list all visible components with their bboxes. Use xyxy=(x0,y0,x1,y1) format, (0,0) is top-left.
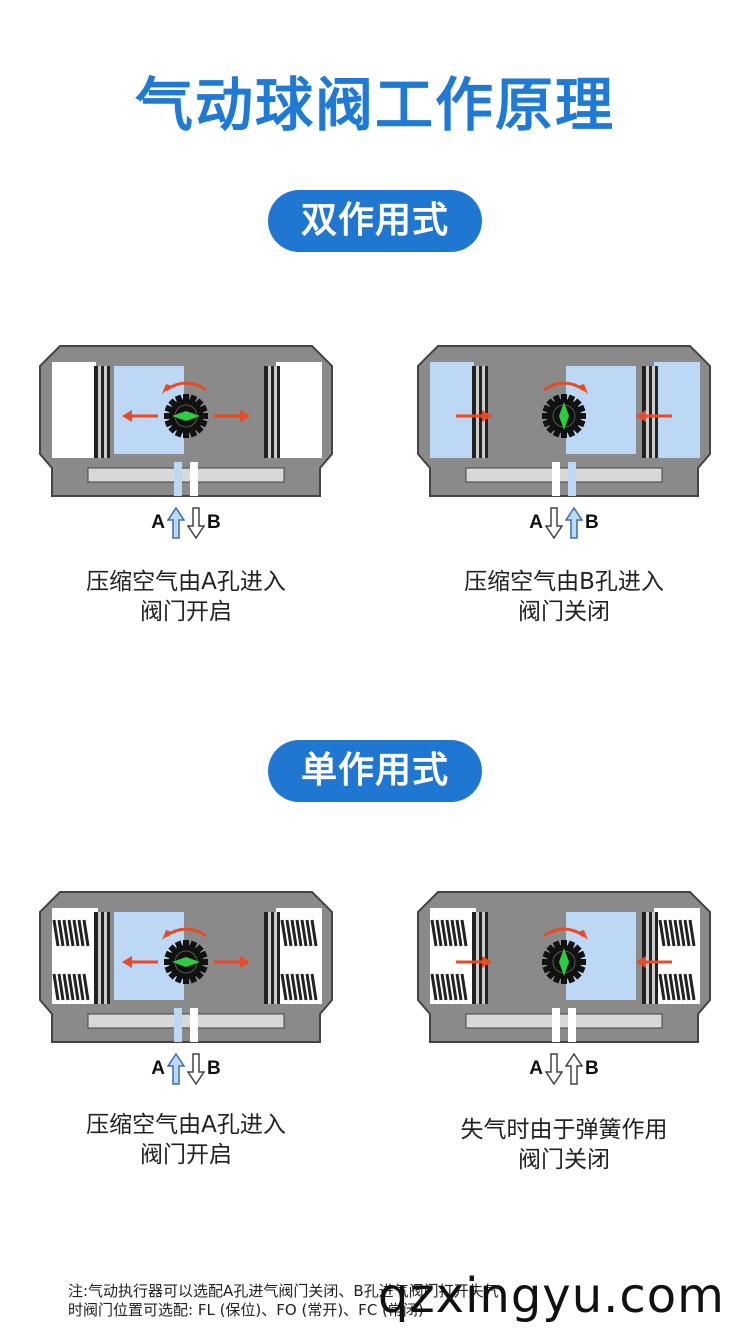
arrow-up-icon xyxy=(167,507,185,539)
caption: 失气时由于弹簧作用 阀门关闭 xyxy=(414,1115,714,1175)
arrow-down-icon xyxy=(545,507,563,539)
caption: 压缩空气由A孔进入 阀门开启 xyxy=(36,1110,336,1170)
page-title: 气动球阀工作原理 xyxy=(134,71,615,139)
arrow-down-icon xyxy=(187,1053,205,1085)
port-a-label: A xyxy=(151,512,165,533)
port-b-label: B xyxy=(207,1058,221,1079)
arrow-up-icon xyxy=(565,507,583,539)
section-heading-single-acting: 单作用式 xyxy=(268,740,482,802)
footnote: 注:气动执行器可以选配A孔进气阀门关闭、B孔进气阀门打开失气 时阀门位置可选配:… xyxy=(68,1282,708,1320)
caption-line: 阀门开启 xyxy=(140,1142,232,1168)
port-labels: A B xyxy=(136,506,236,540)
port-labels: A B xyxy=(136,1052,236,1086)
arrow-down-icon xyxy=(187,507,205,539)
port-a-label: A xyxy=(529,512,543,533)
caption: 压缩空气由B孔进入 阀门关闭 xyxy=(414,567,714,627)
arrow-up-icon xyxy=(565,1053,583,1085)
port-b-label: B xyxy=(585,1058,599,1079)
port-labels: A B xyxy=(514,1052,614,1086)
footnote-line: 注:气动执行器可以选配A孔进气阀门关闭、B孔进气阀门打开失气 xyxy=(68,1282,499,1300)
caption-line: 压缩空气由B孔进入 xyxy=(464,569,664,595)
caption-line: 阀门关闭 xyxy=(518,599,610,625)
caption: 压缩空气由A孔进入 阀门开启 xyxy=(36,567,336,627)
caption-line: 压缩空气由A孔进入 xyxy=(86,1112,286,1138)
caption-line: 压缩空气由A孔进入 xyxy=(86,569,286,595)
diagram-double-acting-close xyxy=(417,345,711,497)
watermark: qzxingyu.com xyxy=(378,1268,725,1324)
port-a-label: A xyxy=(151,1058,165,1079)
port-a-label: A xyxy=(529,1058,543,1079)
section-heading-double-acting: 双作用式 xyxy=(268,190,482,252)
diagram-single-acting-open xyxy=(39,891,333,1043)
port-b-label: B xyxy=(585,512,599,533)
port-b-label: B xyxy=(207,512,221,533)
port-labels: A B xyxy=(514,506,614,540)
diagram-single-acting-spring-return xyxy=(417,891,711,1043)
caption-line: 阀门关闭 xyxy=(518,1147,610,1173)
arrow-up-icon xyxy=(167,1053,185,1085)
caption-line: 失气时由于弹簧作用 xyxy=(460,1117,668,1143)
footnote-line: 时阀门位置可选配: FL (保位)、FO (常开)、FC (常闭) xyxy=(68,1301,424,1319)
diagram-double-acting-open xyxy=(39,345,333,497)
caption-line: 阀门开启 xyxy=(140,599,232,625)
arrow-down-icon xyxy=(545,1053,563,1085)
